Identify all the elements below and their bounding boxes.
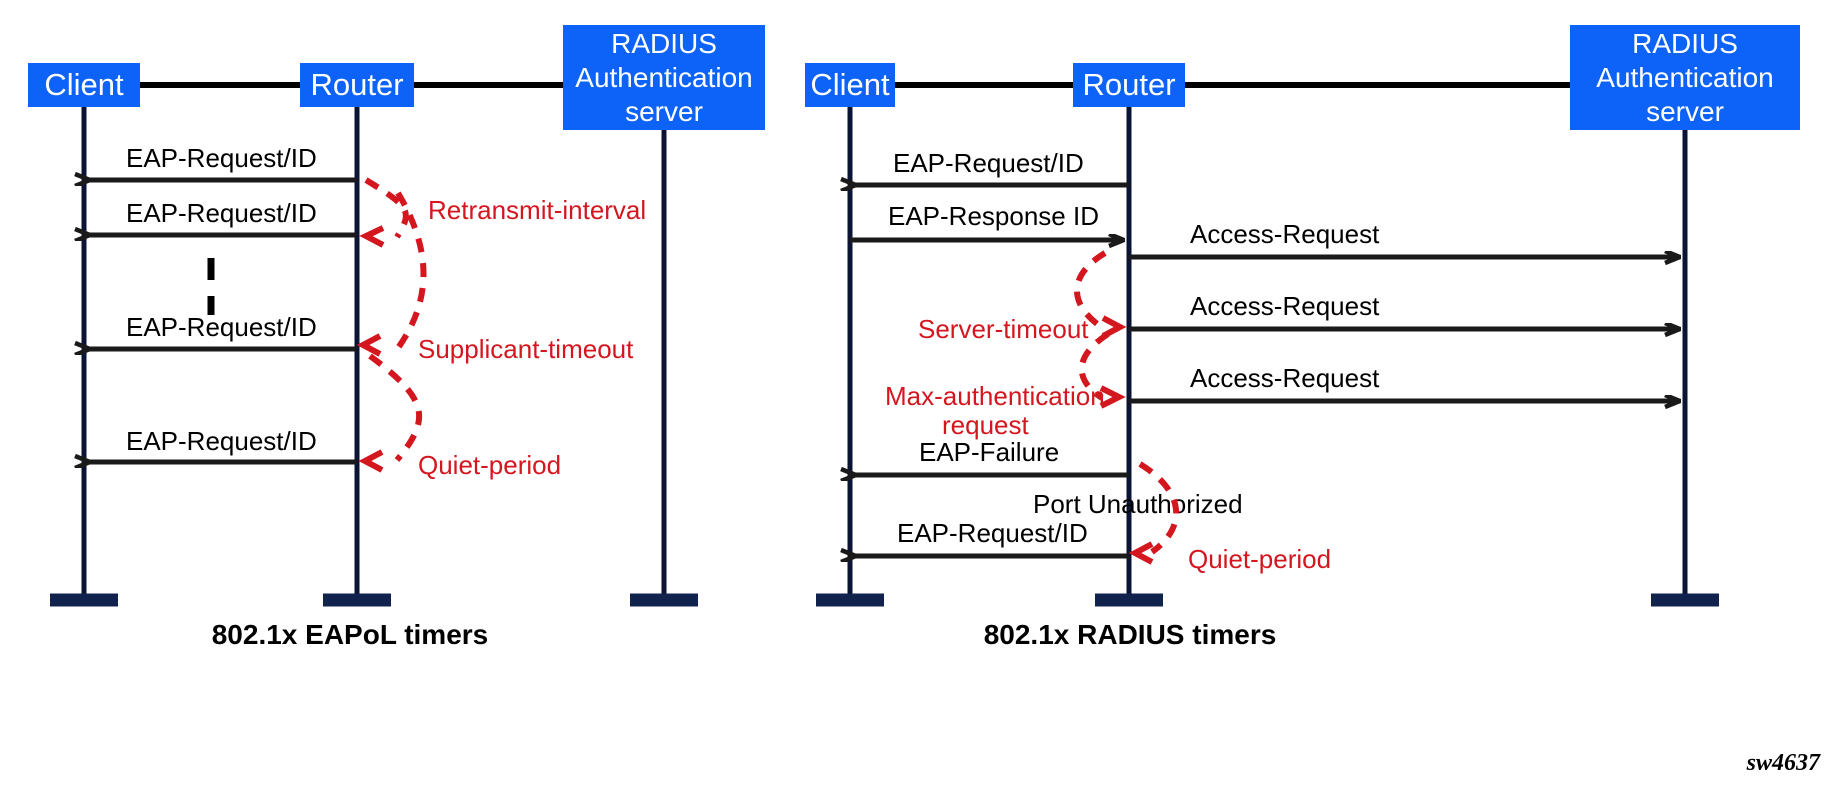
message-row: Access-Request [1129,219,1680,257]
message-label: EAP-Request/ID [126,198,317,228]
node-radius-label-line3: server [625,96,703,127]
message-label: Access-Request [1190,363,1380,393]
timer-arrowhead [358,449,384,473]
message-row: EAP-Request/ID [856,518,1129,556]
timer-curve [1074,250,1107,331]
node-router-2[interactable]: Router [1073,63,1185,107]
node-router-box-2 [1073,63,1185,107]
timer-curve [1138,461,1179,555]
annotation-port-unauthorized: Port Unauthorized [1033,489,1243,519]
timer-quiet-period-2: Quiet-period [1128,461,1331,574]
message-label: EAP-Request/ID [893,148,1084,178]
message-label: EAP-Response ID [888,201,1099,231]
figure-id-label: sw4637 [1746,750,1821,776]
node-router[interactable]: Router [300,63,414,107]
timer-arrowhead [1099,385,1126,409]
timer-curve [364,177,409,239]
node-client-box-2 [805,63,895,107]
message-row: Access-Request [1129,291,1680,329]
message-label: EAP-Request/ID [126,426,317,456]
node-radius-label-line2: Authentication [575,62,752,93]
timer-arrowhead [359,225,385,248]
message-label: EAP-Failure [919,437,1059,467]
timer-label: Max-authentication [885,381,1105,411]
message-label: EAP-Request/ID [126,143,317,173]
timer-curve [368,353,422,462]
timer-label: Retransmit-interval [428,195,646,225]
timer-arrowhead [1128,541,1154,565]
panel-radius: Client Router RADIUS Authentication serv… [805,25,1800,650]
panel-caption-eapol: 802.1x EAPoL timers [212,619,489,650]
node-radius-box-2 [1570,25,1800,130]
timer-arrowhead [356,333,382,357]
timer-server-timeout: Server-timeout [918,250,1127,344]
timer-label-line2: request [942,410,1029,440]
message-row: EAP-Request/ID [90,426,357,462]
node-client-label-2: Client [810,67,890,102]
message-row: EAP-Request/ID [856,148,1129,185]
timer-label: Quiet-period [1188,544,1331,574]
node-client[interactable]: Client [28,63,140,107]
node-radius-label2-line3: server [1646,96,1724,127]
node-client-box [28,63,140,107]
timer-supplicant-timeout: Supplicant-timeout [356,191,634,364]
timer-curve [1078,331,1110,401]
message-label: Access-Request [1190,219,1380,249]
node-router-box [300,63,414,107]
node-radius-label-line1: RADIUS [611,28,717,59]
message-row: EAP-Request/ID [90,143,357,180]
node-radius-label2-line2: Authentication [1596,62,1773,93]
timer-label: Quiet-period [418,450,561,480]
message-row: EAP-Response ID [850,201,1124,240]
timer-quiet-period: Quiet-period [358,353,561,480]
message-row: EAP-Failure [856,437,1129,475]
timer-retransmit-interval: Retransmit-interval [359,177,646,248]
timer-curve [395,191,427,350]
panel-eapol: Client Router RADIUS Authentication serv… [28,25,765,650]
node-client-label: Client [44,67,124,102]
node-radius-label2-line1: RADIUS [1632,28,1738,59]
node-radius-server-2[interactable]: RADIUS Authentication server [1570,25,1800,130]
panel-caption-radius: 802.1x RADIUS timers [984,619,1277,650]
node-router-label: Router [310,67,403,102]
message-row: EAP-Request/ID [90,198,357,235]
message-label: EAP-Request/ID [897,518,1088,548]
node-router-label-2: Router [1082,67,1175,102]
node-radius-box [563,25,765,130]
timer-label: Server-timeout [918,314,1089,344]
timer-arrowhead [1101,315,1127,339]
node-client-2[interactable]: Client [805,63,895,107]
message-label: Access-Request [1190,291,1380,321]
message-label: EAP-Request/ID [126,312,317,342]
message-row: EAP-Request/ID [90,312,357,349]
node-radius-server[interactable]: RADIUS Authentication server [563,25,765,130]
message-row: Access-Request [1129,363,1680,401]
timer-label: Supplicant-timeout [418,334,634,364]
timer-max-authentication-request: Max-authentication request [885,331,1126,440]
